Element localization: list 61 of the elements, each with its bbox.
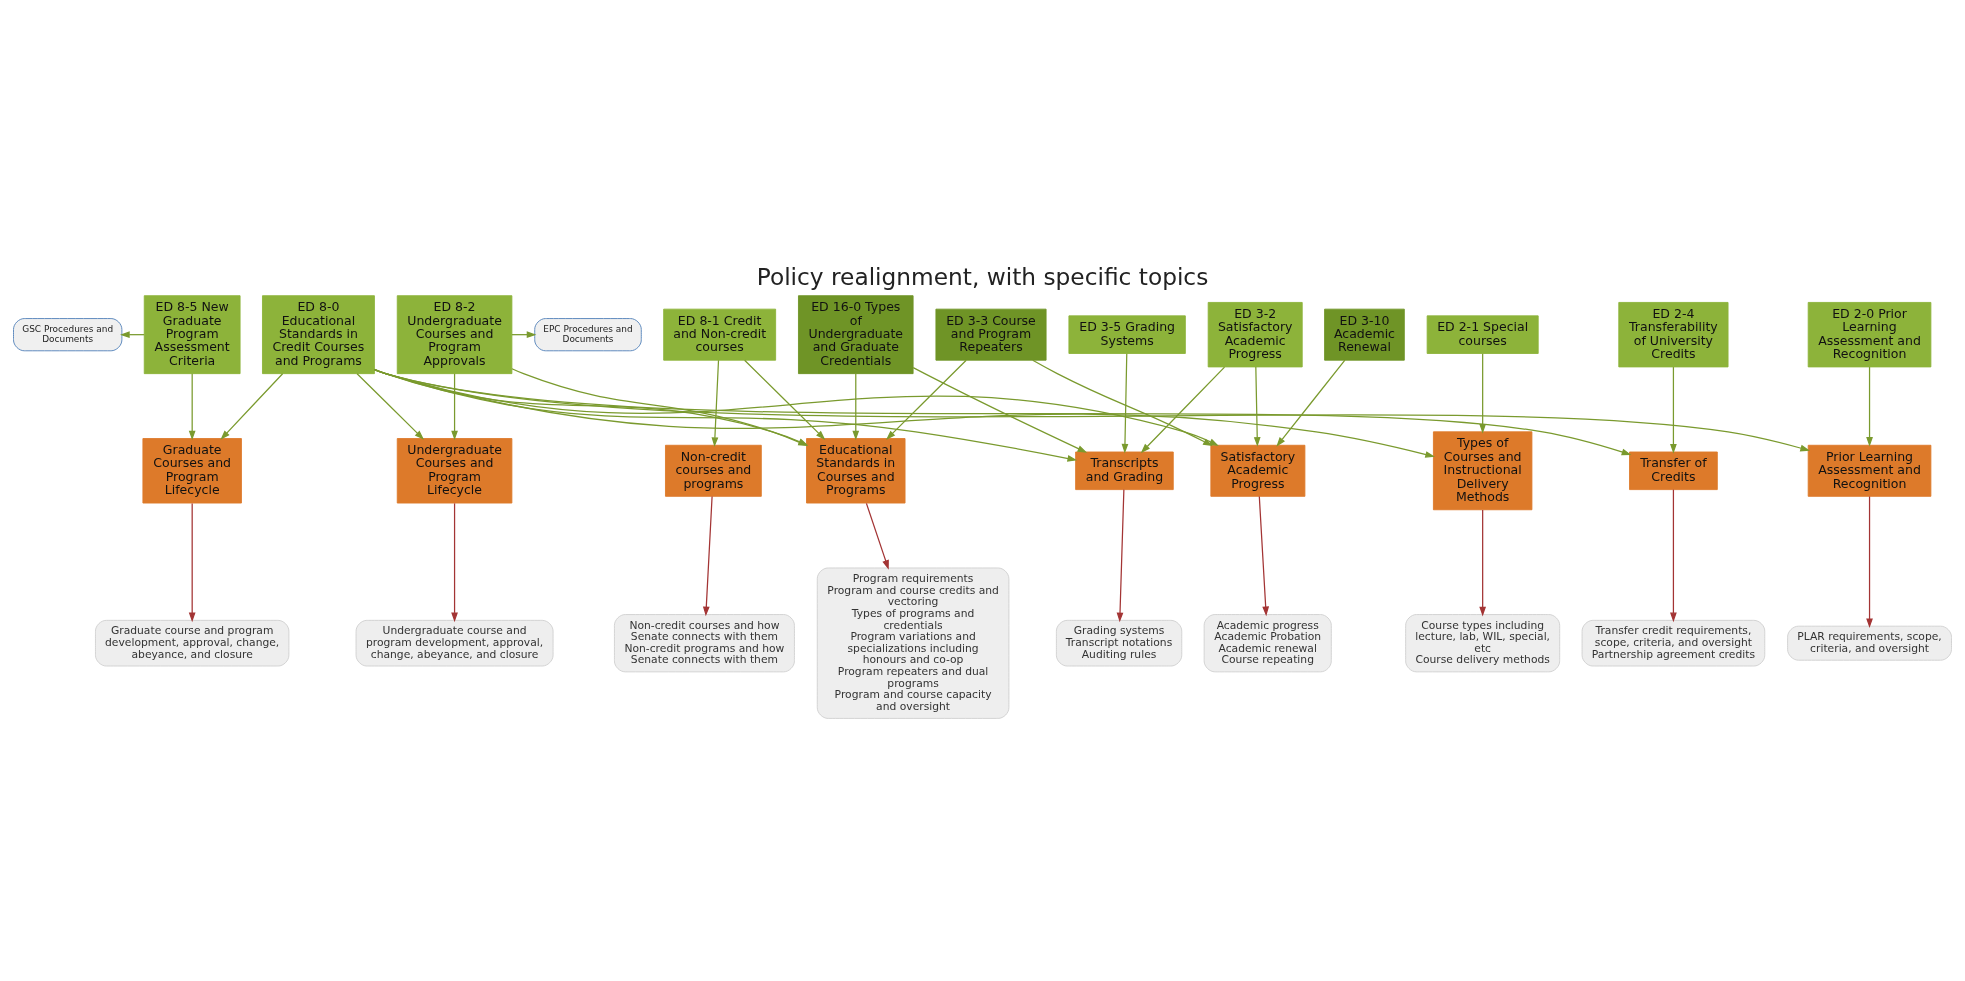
node-box: Undergraduate course and program development, approval, change, abeyance, and closure: [355, 619, 554, 667]
node-box: ED 2-0 Prior Learning Assessment and Recognition: [1807, 302, 1932, 368]
node-box: Graduate Courses and Program Lifecycle: [142, 438, 242, 504]
node-box: Course types including lecture, lab, WIL, special, etc Course delivery methods: [1405, 614, 1561, 673]
arrow: [1670, 489, 1677, 623]
node-box: ED 3-3 Course and Program Repeaters: [935, 308, 1047, 361]
arrow: [220, 373, 284, 440]
arrow: [1253, 366, 1261, 447]
node-box: Academic progress Academic Probation Academic renewal Course repeating: [1203, 614, 1332, 673]
arrow: [373, 368, 1078, 462]
arrow: [1140, 366, 1226, 454]
arrow: [1866, 495, 1873, 629]
arrow: [1479, 509, 1487, 617]
arrow: [744, 359, 826, 440]
arrow: [912, 366, 1088, 453]
arrow: [1116, 489, 1125, 623]
node-box: Educational Standards in Courses and Programs: [806, 438, 906, 504]
node-box: PLAR requirements, scope, criteria, and oversight: [1787, 625, 1952, 661]
arrow: [1866, 366, 1873, 447]
node-box: ED 8-2 Undergraduate Courses and Program Approvals: [396, 295, 513, 375]
node-box: ED 2-4 Transferability of University Credits: [1618, 302, 1729, 368]
node-box: EPC Procedures and Documents: [534, 318, 642, 352]
node-box: Transfer credit requirements, scope, criteria, and oversight Partnership agreement credits: [1581, 619, 1766, 667]
node-box: GSC Procedures and Documents: [13, 318, 123, 352]
node-box: ED 3-5 Grading Systems: [1068, 315, 1186, 354]
arrow: [1121, 353, 1129, 454]
arrow: [865, 502, 889, 570]
node-box: Non-credit courses and programs: [665, 444, 762, 497]
node-box: ED 2-1 Special courses: [1426, 315, 1539, 354]
arrow: [373, 369, 1632, 456]
arrow: [451, 502, 458, 623]
node-box: ED 3-10 Academic Renewal: [1324, 308, 1405, 361]
arrow: [356, 373, 425, 440]
arrow: [373, 369, 1435, 458]
node-box: Grading systems Transcript notations Auditing rules: [1055, 619, 1183, 667]
node-box: Satisfactory Academic Progress: [1210, 444, 1306, 497]
arrow: [886, 359, 967, 440]
arrow: [711, 359, 720, 448]
diagram-title: Policy realignment, with specific topics: [756, 262, 1209, 290]
node-box: ED 8-5 New Graduate Program Assessment Criteria: [143, 295, 241, 375]
node-box: Non-credit courses and how Senate connects with them Non-credit programs and how Senate connects with them: [613, 614, 795, 673]
arrow: [852, 373, 860, 441]
node-box: Program requirements Program and course credits and vectoring Types of programs and credentials Program variations and specializations including honours and co-op Program repeaters and dual programs Program and course capacity and oversight: [816, 567, 1010, 719]
arrow: [188, 373, 196, 441]
arrow: [188, 502, 196, 623]
arrow: [451, 373, 458, 441]
arrow: [702, 495, 713, 617]
node-box: Types of Courses and Instructional Delivery Methods: [1432, 431, 1533, 511]
arrow: [374, 369, 1810, 452]
node-box: Undergraduate Courses and Program Lifecycle: [396, 438, 513, 504]
node-box: ED 16-0 Types of Undergraduate and Graduate Credentials: [798, 295, 914, 375]
node-box: ED 8-0 Educational Standards in Credit Courses and Programs: [262, 295, 375, 375]
arrow: [1670, 366, 1677, 454]
arrow: [1276, 359, 1346, 447]
node-box: Prior Learning Assessment and Recognition: [1807, 444, 1932, 497]
node-box: Graduate course and program development, approval, change, abeyance, and closure: [95, 619, 290, 667]
node-box: ED 8-1 Credit and Non-credit courses: [663, 308, 777, 361]
node-box: ED 3-2 Satisfactory Academic Progress: [1207, 302, 1303, 368]
node-box: Transcripts and Grading: [1075, 451, 1174, 491]
arrow: [1258, 495, 1270, 617]
node-box: Transfer of Credits: [1629, 451, 1718, 491]
